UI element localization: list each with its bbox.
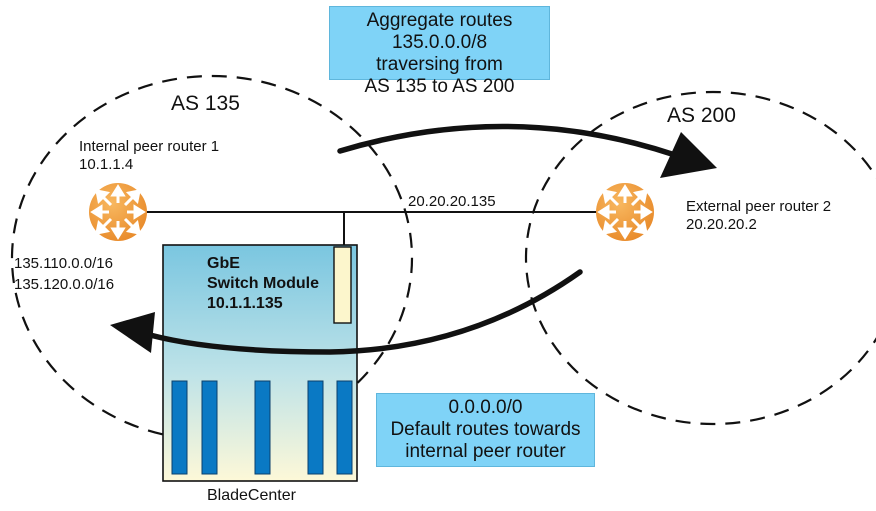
default-routes-callout: 0.0.0.0/0 Default routes towards interna… (376, 393, 595, 467)
callout-line: Aggregate routes 135.0.0.0/8 (366, 10, 513, 53)
callout-line: 0.0.0.0/0 (448, 397, 523, 418)
network-label: 135.110.0.0/16 (14, 255, 113, 272)
callout-line: internal peer router (405, 441, 566, 462)
blade-slot (307, 380, 324, 475)
as-200-label: AS 200 (667, 104, 736, 127)
blade-slot (171, 380, 188, 475)
blade-slot (336, 380, 353, 475)
network-label: 135.120.0.0/16 (14, 276, 115, 293)
router-1-name: Internal peer router 1 (79, 138, 220, 155)
switch-title: GbE (207, 255, 240, 272)
router-2-ip: 20.20.20.2 (686, 216, 757, 233)
callout-line: Default routes towards (390, 419, 581, 440)
default-route-arrow (110, 269, 583, 355)
router-1-ip: 10.1.1.4 (79, 156, 134, 173)
switch-ip: 10.1.1.135 (207, 295, 283, 312)
router-icon (89, 183, 147, 241)
callout-line: AS 135 to AS 200 (364, 76, 515, 97)
switch-module-label: GbE Switch Module 10.1.1.135 (207, 254, 319, 314)
switch-port (333, 246, 352, 324)
as-135-label: AS 135 (171, 92, 240, 115)
link-ip-label: 20.20.20.135 (408, 193, 496, 210)
router-2-name: External peer router 2 (686, 198, 832, 215)
blade-slot (254, 380, 271, 475)
callout-line: traversing from (376, 54, 503, 75)
aggregate-route-arrow (337, 123, 717, 178)
switch-subtitle: Switch Module (207, 275, 319, 292)
router-icon (596, 183, 654, 241)
blade-slots (171, 380, 353, 475)
bladecenter-label: BladeCenter (207, 487, 296, 504)
as-200-boundary (524, 90, 876, 426)
aggregate-routes-callout: Aggregate routes 135.0.0.0/8 traversing … (329, 6, 550, 97)
blade-slot (201, 380, 218, 475)
